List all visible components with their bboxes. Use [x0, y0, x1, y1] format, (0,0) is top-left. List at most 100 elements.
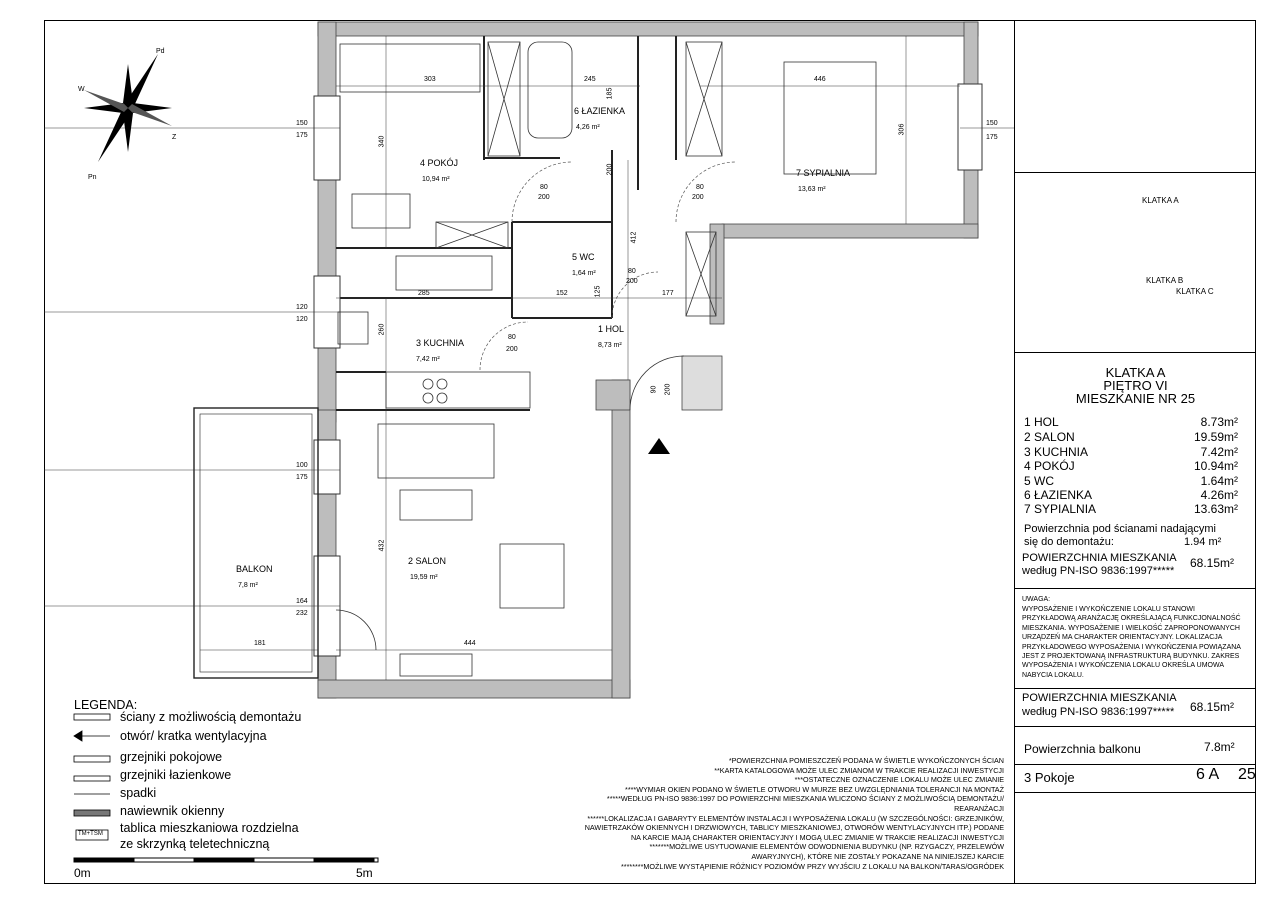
room-name-wc: 5 WC [572, 252, 595, 262]
header-klatka: KLATKA A [1105, 365, 1166, 380]
dim-label: 175 [986, 134, 998, 141]
wall-step-down [709, 223, 725, 325]
compass-z: Z [172, 134, 177, 141]
legend-item: ściany z możliwością demontażu [120, 710, 302, 724]
floor-plan [44, 21, 1014, 863]
legend-item: grzejniki łazienkowe [120, 768, 232, 782]
room-area-pokoj: 10,94 m² [422, 176, 450, 183]
room-name-sypialnia: 7 SYPIALNIA [796, 168, 851, 178]
footnotes: *POWIERZCHNIA POMIESZCZEŃ PODANA W ŚWIET… [584, 756, 1004, 871]
balcony-value: 7.8m² [1204, 740, 1235, 754]
dim-label: 185 [606, 87, 614, 100]
legend-item: grzejniki pokojowe [120, 750, 223, 764]
wall-top [317, 21, 979, 37]
room-name-kuchnia: 3 KUCHNIA [416, 338, 465, 348]
dim-label: 177 [662, 290, 674, 297]
dim-label: 164 [296, 598, 308, 605]
dim-label: 200 [664, 383, 672, 396]
room-name-balkon: BALKON [236, 564, 273, 574]
room-area-hol: 8,73 m² [598, 342, 622, 349]
dim-label: 120 [296, 316, 308, 323]
dim-label: 446 [814, 76, 826, 83]
dim-label: 150 [296, 120, 308, 127]
dim-label: 200 [606, 163, 614, 176]
dim-label: 181 [254, 640, 266, 647]
scale-start: 0m [74, 866, 91, 880]
balcony-label: Powierzchnia balkonu [1024, 742, 1141, 756]
scale-bar-graphic [73, 857, 379, 863]
dim-label: 80 [628, 268, 636, 275]
total-value: 68.15m² [1190, 556, 1235, 570]
wall-door-jamb [595, 379, 631, 411]
wall-salon-right [611, 379, 631, 699]
dim-label: 340 [378, 135, 386, 148]
notes-title: UWAGA: [1022, 596, 1051, 603]
dim-label: 100 [296, 462, 308, 469]
header-mieszkanie: MIESZKANIE NR 25 [1075, 391, 1196, 406]
compass-w: W [78, 86, 85, 93]
keymap-klatka-c: KLATKA C [1176, 287, 1214, 296]
legend-title: LEGENDA: [74, 698, 138, 712]
dim-label: 303 [424, 76, 436, 83]
wall-left-upper [317, 21, 337, 423]
total-norm: według PN-ISO 9836:1997***** [1022, 565, 1175, 577]
compass-pn: Pn [88, 174, 97, 181]
dim-label: 200 [626, 278, 638, 285]
total2-norm: według PN-ISO 9836:1997***** [1022, 706, 1175, 718]
under-walls-label2: się do demontażu: [1024, 536, 1114, 548]
sheet-frame [44, 20, 1256, 884]
dim-label: 200 [506, 346, 518, 353]
tm-label: TM+TSM [78, 831, 103, 837]
room-area-wc: 1,64 m² [572, 270, 596, 277]
legend-item: otwór/ kratka wentylacyjna [120, 729, 267, 743]
dim-label: 306 [898, 123, 906, 136]
dim-label: 150 [986, 120, 998, 127]
dim-label: 432 [378, 539, 386, 552]
dim-label: 80 [696, 184, 704, 191]
room-name-pokoj: 4 POKÓJ [420, 158, 459, 168]
dim-label: 152 [556, 290, 568, 297]
dim-label: 120 [296, 304, 308, 311]
dim-label: 412 [630, 231, 638, 244]
compass-pd: Pd [156, 48, 165, 55]
room-area-balkon: 7,8 m² [238, 582, 258, 589]
footer-code: 6 A [1196, 766, 1220, 783]
legend-item: spadki [120, 786, 157, 800]
under-walls-label: Powierzchnia pod ścianami nadającymi [1024, 523, 1216, 535]
dim-label: 232 [296, 610, 308, 617]
sheet-divider [1014, 20, 1015, 884]
room-name-lazienka: 6 ŁAZIENKA [574, 106, 626, 116]
scale-end: 5m [356, 866, 373, 880]
wall-bottom [317, 679, 631, 699]
dim-label: 285 [418, 290, 430, 297]
room-area-sypialnia: 13,63 m² [798, 186, 826, 193]
room-name-salon: 2 SALON [408, 556, 447, 566]
entrance-marker [648, 438, 670, 454]
under-walls-value: 1.94 m² [1184, 536, 1222, 548]
legend-item: nawiewnik okienny [120, 804, 225, 818]
notes-block: WYPOSAŻENIE I WYKOŃCZENIE LOKALU STANOWI… [1022, 606, 1241, 679]
legend-item: ze skrzynką teletechniczną [120, 837, 270, 851]
header-pietro: PIĘTRO VI [1103, 378, 1168, 393]
room-name-hol: 1 HOL [598, 324, 625, 334]
keymap-klatka-a: KLATKA A [1142, 196, 1179, 205]
dim-label: 125 [594, 285, 602, 298]
total2-label: POWIERZCHNIA MIESZKANIA [1022, 692, 1177, 704]
room-area-lazienka: 4,26 m² [576, 124, 600, 131]
dim-label: 260 [378, 323, 386, 336]
footer-number: 25 [1238, 766, 1256, 783]
dim-label: 444 [464, 640, 476, 647]
total-label: POWIERZCHNIA MIESZKANIA [1022, 552, 1177, 564]
footer-rooms: 3 Pokoje [1024, 770, 1075, 785]
room-area-kuchnia: 7,42 m² [416, 356, 440, 363]
room-area-salon: 19,59 m² [410, 574, 438, 581]
dim-label: 200 [538, 194, 550, 201]
dim-label: 90 [650, 385, 658, 394]
dim-label: 245 [584, 76, 596, 83]
